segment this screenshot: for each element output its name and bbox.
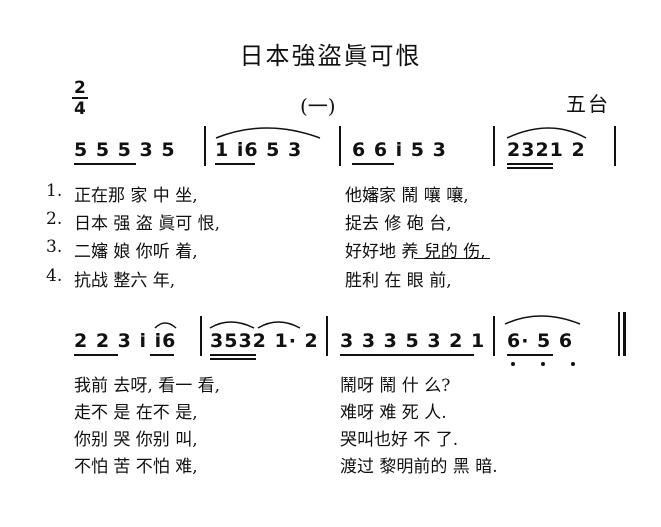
row2-verse3-lyric-a: 你别 哭 你别 叫, <box>74 430 198 450</box>
song-title: 日本強盜眞可恨 <box>239 42 422 70</box>
beam <box>210 358 256 360</box>
verse1-number: 1. <box>46 181 63 201</box>
final-barline-thick <box>623 312 626 356</box>
verse2-lyric-a: 日本 强 盗 眞可 恨, <box>74 214 221 234</box>
barline <box>204 126 206 166</box>
verse2-lyric-b: 捉去 修 砲 台, <box>345 214 452 234</box>
verse4-number: 4. <box>46 266 63 286</box>
row2-verse1-lyric-a: 我前 去呀, 看一 看, <box>74 376 221 396</box>
row1-measure1: 5 5 5 3 5 <box>74 139 176 161</box>
row2-verse4-lyric-a: 不怕 苦 不怕 难, <box>74 457 198 477</box>
row1-measure3: 6 6 i 5 3 <box>352 139 447 161</box>
beam <box>352 163 394 165</box>
final-barline-thin <box>618 312 620 356</box>
beam <box>507 167 553 169</box>
row2-verse3-lyric-b: 哭叫也好 不 了. <box>340 430 459 450</box>
row2-verse2-lyric-b: 难呀 难 死 人. <box>340 403 447 423</box>
low-octave-dot <box>571 362 575 366</box>
lyric-underline <box>414 258 490 259</box>
row2-verse2-lyric-a: 走不 是 在不 是, <box>74 403 198 423</box>
beam <box>507 354 553 356</box>
section-label: (一) <box>300 94 336 118</box>
time-signature-top: 2 <box>74 78 86 98</box>
beam <box>215 163 255 165</box>
barline <box>493 126 495 166</box>
row1-measure4: 2321 2 <box>507 139 586 161</box>
time-signature-divider <box>72 97 88 99</box>
beam <box>74 163 136 165</box>
verse3-lyric-b: 好好地 养 兒的 伤, <box>345 242 486 262</box>
barline <box>200 316 202 356</box>
beam <box>210 354 256 356</box>
barline <box>493 316 495 356</box>
verse1-lyric-a: 正在那 家 中 坐, <box>74 186 198 206</box>
verse1-lyric-b: 他嬸家 鬧 嚷 嚷, <box>345 186 469 206</box>
verse3-lyric-a: 二嬸 娘 你听 着, <box>74 242 198 262</box>
beam <box>150 354 174 356</box>
region-label: 五台 <box>566 92 610 116</box>
row2-measure1: 2 2 3 i i6 <box>74 330 177 352</box>
barline <box>326 316 328 356</box>
barline <box>339 126 341 166</box>
beam <box>340 354 474 356</box>
row2-verse1-lyric-b: 鬧呀 鬧 什 么? <box>340 376 451 396</box>
row2-measure4: 6· 5 6 <box>507 330 574 352</box>
row2-verse4-lyric-b: 渡过 黎明前的 黑 暗. <box>340 457 498 477</box>
row2-measure2: 3532 1· 2 <box>210 330 319 352</box>
low-octave-dot <box>541 362 545 366</box>
row1-measure2: 1 i6 5 3 <box>215 139 303 161</box>
verse3-number: 3. <box>46 237 63 257</box>
time-signature-bottom: 4 <box>74 99 86 119</box>
barline <box>614 126 616 166</box>
beam <box>74 354 118 356</box>
row2-measure3: 3 3 3 5 3 2 1 <box>340 330 486 352</box>
low-octave-dot <box>511 362 515 366</box>
verse2-number: 2. <box>46 209 63 229</box>
verse4-lyric-a: 抗战 整六 年, <box>74 271 176 291</box>
beam <box>507 163 553 165</box>
verse4-lyric-b: 胜利 在 眼 前, <box>345 271 452 291</box>
